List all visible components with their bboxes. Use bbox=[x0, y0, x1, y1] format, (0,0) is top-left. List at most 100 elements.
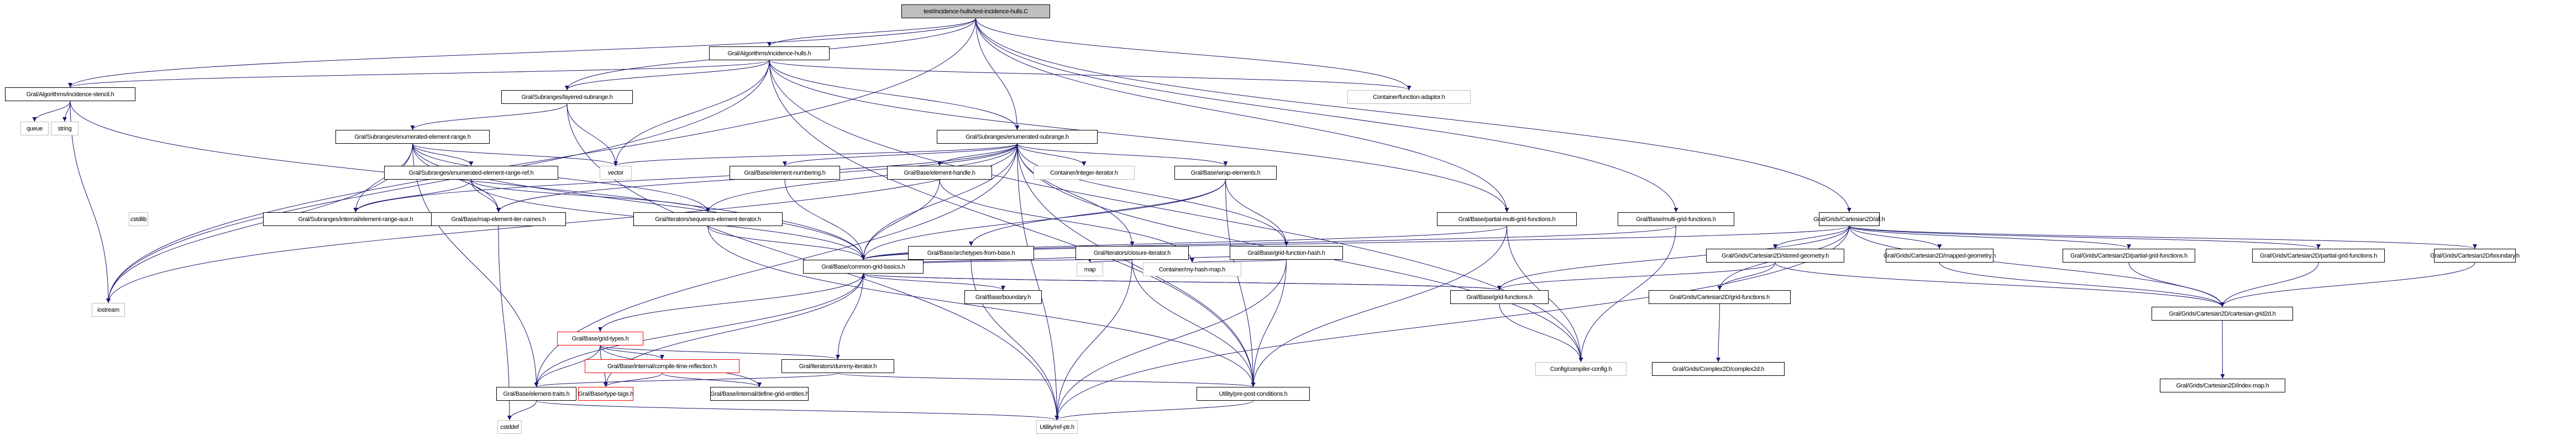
graph-node-esub[interactable]: Gral/Subranges/enumerated-subrange.h bbox=[937, 130, 1098, 144]
graph-node-c2dboundary[interactable]: Gral/Grids/Cartesian2D/boundary.h bbox=[2430, 249, 2520, 263]
edge-archetypes-to-refptr bbox=[970, 259, 1059, 421]
edge-stencil-to-queue bbox=[32, 101, 71, 122]
edge-esub-to-seqiter bbox=[706, 143, 1017, 213]
graph-node-handle[interactable]: Gral/Base/element-handle.h bbox=[887, 166, 992, 180]
edge-traits-to-cstddef bbox=[507, 400, 537, 421]
graph-node-gridfunc[interactable]: Gral/Base/grid-functions.h bbox=[1450, 290, 1549, 304]
graph-node-eerref[interactable]: Gral/Subranges/enumerated-element-range-… bbox=[384, 166, 558, 180]
edge-root-to-iostream bbox=[106, 18, 976, 303]
graph-node-layered[interactable]: Gral/Subranges/layered-subrange.h bbox=[501, 90, 633, 104]
edge-eerref-to-eraux bbox=[353, 179, 471, 213]
edge-layered-to-vector bbox=[566, 103, 618, 166]
edge-layered-to-eer bbox=[410, 103, 568, 130]
edge-root-to-fadaptor bbox=[975, 18, 1412, 91]
edge-root-to-hulls bbox=[767, 18, 976, 47]
graph-node-wrap[interactable]: Gral/Base/wrap-elements.h bbox=[1174, 166, 1277, 180]
edge-root-to-c2dall bbox=[975, 18, 1851, 213]
graph-node-c2dgf[interactable]: Gral/Grids/Cartesian2D/grid-functions.h bbox=[1649, 290, 1791, 304]
graph-node-string: string bbox=[51, 122, 78, 135]
graph-node-hulls[interactable]: Gral/Algorithms/incidence-hulls.h bbox=[709, 46, 830, 60]
graph-node-partialmulti[interactable]: Gral/Base/partial-multi-grid-functions.h bbox=[1437, 212, 1577, 226]
graph-node-cstdlib: cstdlib bbox=[129, 212, 148, 226]
graph-node-pgf1[interactable]: Gral/Grids/Cartesian2D/partial-grid-func… bbox=[2063, 249, 2195, 263]
edge-esub-to-wrap bbox=[1017, 143, 1228, 166]
graph-node-hashmap: Container/my-hash-map.h bbox=[1143, 263, 1241, 276]
edge-pgf2-to-cg2d bbox=[2220, 262, 2319, 307]
edge-stencil-to-string bbox=[62, 101, 71, 122]
graph-node-gridtypes[interactable]: Gral/Base/grid-types.h bbox=[557, 332, 643, 345]
edge-handle-to-cgb bbox=[861, 179, 940, 260]
graph-node-traits[interactable]: Gral/Base/element-traits.h bbox=[496, 387, 576, 401]
edge-gridtypes-to-dummy bbox=[600, 345, 840, 360]
graph-node-root[interactable]: test/incidence-hulls/test-incidence-hull… bbox=[901, 4, 1050, 18]
graph-node-stored[interactable]: Gral/Grids/Cartesian2D/stored-geometry.h bbox=[1706, 249, 1844, 263]
edge-partialmulti-to-prepost bbox=[1251, 226, 1507, 387]
graph-node-pgf2[interactable]: Gral/Grids/Cartesian2D/partial-grid-func… bbox=[2252, 249, 2385, 263]
edge-eerref-to-mapnames bbox=[471, 179, 501, 213]
edge-closure-to-prepost bbox=[1132, 259, 1256, 387]
edge-esub-to-traits bbox=[534, 143, 1017, 387]
graph-node-reflect[interactable]: Gral/Base/internal/compile-time-reflecti… bbox=[585, 359, 739, 373]
graph-node-bboundary[interactable]: Gral/Base/boundary.h bbox=[964, 290, 1042, 304]
edge-wrap-to-gfhash bbox=[1225, 179, 1289, 247]
edge-hulls-to-stencil bbox=[68, 60, 770, 88]
graph-node-cg2d[interactable]: Gral/Grids/Cartesian2D/cartesian-grid2d.… bbox=[2152, 307, 2293, 321]
edge-esub-to-vector bbox=[613, 143, 1017, 166]
edge-root-to-esub bbox=[975, 18, 1020, 130]
edge-esub-to-prepost bbox=[1017, 143, 1256, 387]
graph-node-c2dall[interactable]: Gral/Grids/Cartesian2D/all.h bbox=[1813, 212, 1885, 226]
graph-node-config: Config/compiler-config.h bbox=[1535, 362, 1627, 376]
edge-eer-to-eerref bbox=[412, 143, 474, 166]
graph-node-queue: queue bbox=[20, 122, 49, 135]
edge-wrap-to-archetypes bbox=[969, 179, 1226, 247]
edge-hulls-to-config bbox=[769, 60, 1583, 363]
graph-node-closure[interactable]: Gral/Iterators/closure-iterator.h bbox=[1075, 246, 1189, 260]
graph-node-archetypes[interactable]: Gral/Base/archetypes-from-base.h bbox=[908, 246, 1034, 260]
edge-root-to-stencil bbox=[68, 18, 976, 88]
graph-node-seqiter[interactable]: Gral/Iterators/sequence-element-iterator… bbox=[633, 212, 783, 226]
graph-node-multigf[interactable]: Gral/Base/multi-grid-functions.h bbox=[1618, 212, 1734, 226]
graph-node-dummy[interactable]: Gral/Iterators/dummy-iterator.h bbox=[781, 359, 894, 373]
graph-node-mapnames[interactable]: Gral/Base/map-element-iter-names.h bbox=[431, 212, 566, 226]
graph-node-cgb[interactable]: Gral/Base/common-grid-basics.h bbox=[803, 260, 924, 274]
edge-traits-to-refptr bbox=[536, 400, 1059, 421]
edge-cgb-to-gridtypes bbox=[598, 273, 864, 332]
edge-hulls-to-fadaptor bbox=[769, 60, 1412, 91]
edge-esub-to-cgb bbox=[861, 143, 1017, 260]
graph-node-map: map bbox=[1077, 263, 1103, 276]
graph-node-stencil[interactable]: Gral/Algorithms/incidence-stencil.h bbox=[5, 87, 135, 101]
edge-closure-to-map bbox=[1088, 258, 1132, 263]
edge-gfhash-to-hashmap bbox=[1190, 258, 1287, 263]
edge-esub-to-intiter bbox=[1017, 143, 1087, 166]
graph-node-complex2d[interactable]: Gral/Grids/Complex2D/complex2d.h bbox=[1652, 362, 1785, 376]
edge-c2dall-to-stored bbox=[1773, 226, 1850, 249]
graph-node-prepost[interactable]: Utility/pre-post-conditions.h bbox=[1197, 387, 1310, 401]
edge-eerref-to-seqiter bbox=[471, 179, 710, 213]
edge-eer-to-vector bbox=[412, 143, 618, 166]
edge-c2dall-to-pgf2 bbox=[1849, 226, 2321, 249]
edge-reflect-to-defent bbox=[662, 373, 762, 387]
graph-node-eraux[interactable]: Gral/Subranges/internal/element-range-au… bbox=[263, 212, 448, 226]
edge-hulls-to-layered bbox=[565, 60, 770, 91]
graph-node-eer[interactable]: Gral/Subranges/enumerated-element-range.… bbox=[335, 130, 490, 144]
edge-partialmulti-to-cgb bbox=[861, 226, 1507, 260]
edge-gridfunc-to-cgb bbox=[861, 273, 1500, 291]
graph-node-indexmap[interactable]: Gral/Grids/Cartesian2D/index-map.h bbox=[2160, 379, 2285, 392]
edge-wrap-to-prepost bbox=[1225, 179, 1256, 387]
edge-eer-to-seqiter bbox=[412, 143, 710, 213]
edge-seqiter-to-prepost bbox=[707, 226, 1256, 387]
edge-esub-to-numbering bbox=[783, 143, 1017, 166]
graph-node-gfhash[interactable]: Gral/Base/grid-function-hash.h bbox=[1230, 246, 1343, 260]
graph-node-defent[interactable]: Gral/Base/internal/define-grid-entities.… bbox=[710, 387, 809, 401]
graph-node-refptr: Utility/ref-ptr.h bbox=[1036, 420, 1078, 434]
edge-hulls-to-partialmulti bbox=[769, 60, 1509, 213]
edge-cgb-to-traits bbox=[534, 273, 864, 387]
graph-node-mapped[interactable]: Gral/Grids/Cartesian2D/mapped-geometry.h bbox=[1884, 249, 1996, 263]
graph-node-numbering[interactable]: Gral/Base/element-numbering.h bbox=[730, 166, 840, 180]
edge-mapped-to-cg2d bbox=[1939, 262, 2225, 307]
graph-node-vector: vector bbox=[600, 166, 632, 180]
graph-node-cstddef: cstddef bbox=[497, 420, 522, 434]
graph-node-typetags[interactable]: Gral/Base/type-tags.h bbox=[578, 387, 633, 401]
edge-seqiter-to-cgb bbox=[707, 226, 865, 260]
